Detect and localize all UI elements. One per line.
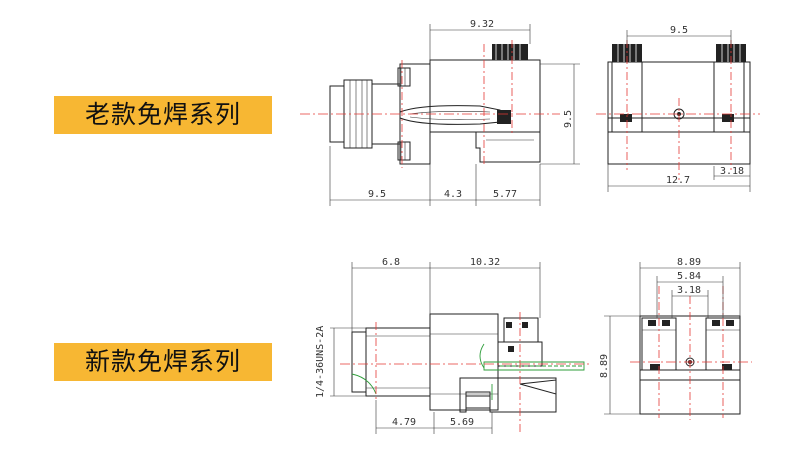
new-side-view: 8.89 5.84 3.18 8.89 — [599, 257, 752, 420]
dim-old-top-width: 9.32 — [470, 19, 494, 30]
new-front-view: 6.8 10.32 1/4-36UNS-2A 4.79 5.69 — [315, 257, 590, 434]
dim-new-bottom-right: 5.69 — [450, 417, 474, 428]
dim-old-height: 9.5 — [563, 110, 574, 128]
dim-old-left: 9.5 — [368, 189, 386, 200]
dim-old-side-small: 3.18 — [720, 166, 744, 177]
dim-new-side-mid: 5.84 — [677, 271, 701, 282]
dim-old-mid: 4.3 — [444, 189, 462, 200]
dim-new-side-outer: 8.89 — [677, 257, 701, 268]
dim-old-side-top: 9.5 — [670, 25, 688, 36]
dim-new-left-top: 6.8 — [382, 257, 400, 268]
dim-new-side-inner: 3.18 — [677, 285, 701, 296]
old-front-view: 9.32 9.5 9.5 4.3 5.77 — [300, 19, 580, 206]
dim-new-side-height: 8.89 — [599, 354, 610, 378]
dim-old-right: 5.77 — [493, 189, 517, 200]
dim-old-side-width: 12.7 — [666, 175, 690, 186]
dim-new-right-top: 10.32 — [470, 257, 500, 268]
dim-new-bottom-left: 4.79 — [392, 417, 416, 428]
old-side-view: 9.5 12.7 3.18 — [596, 25, 760, 192]
new-series-label: 新款免焊系列 — [54, 343, 272, 381]
old-series-label: 老款免焊系列 — [54, 96, 272, 134]
dim-new-thread: 1/4-36UNS-2A — [315, 326, 326, 398]
